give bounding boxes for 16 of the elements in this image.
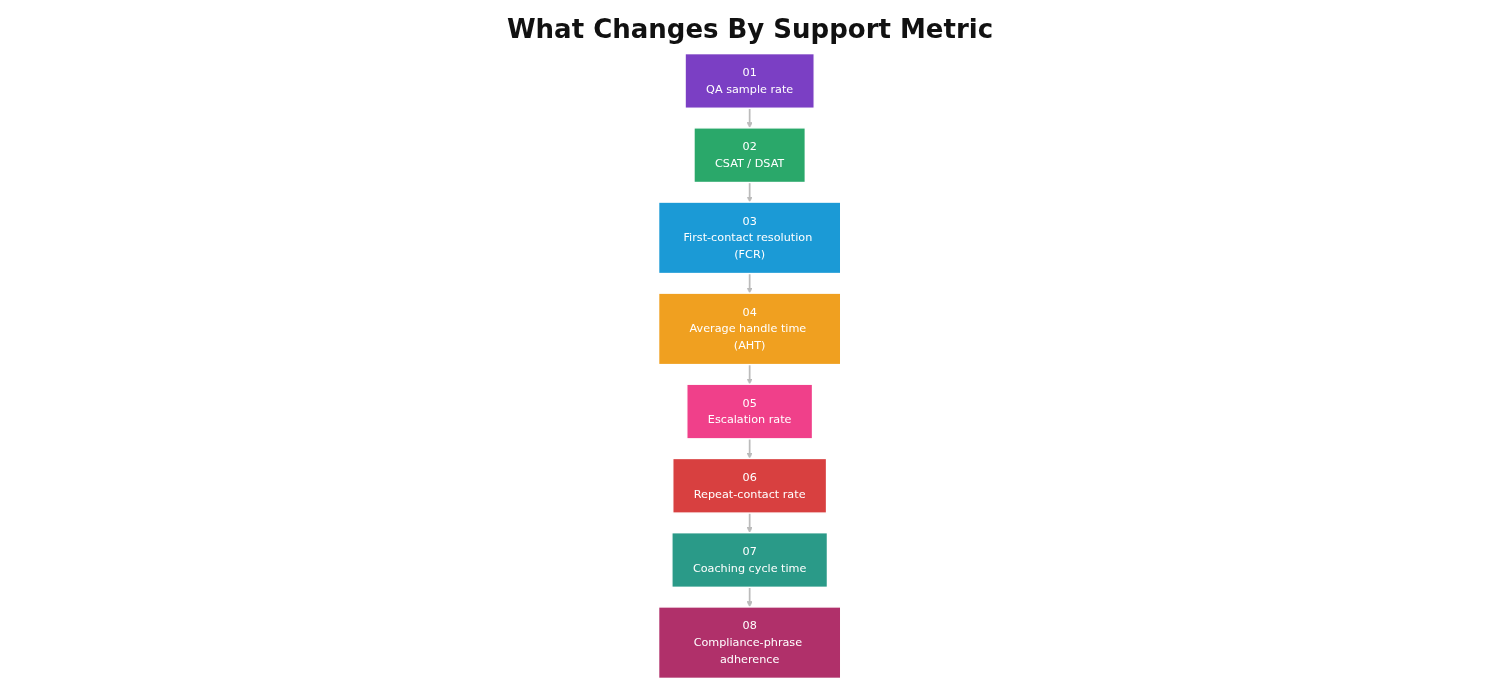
arrow (746, 512, 754, 533)
node-box: 07 Coaching cycle time (671, 532, 829, 589)
node-box: 05 Escalation rate (686, 383, 814, 440)
arrow (746, 272, 754, 294)
arrow (746, 586, 754, 608)
arrow (746, 437, 754, 459)
node-box: 06 Repeat-contact rate (672, 457, 828, 514)
node-box: 01 QA sample rate (684, 52, 816, 109)
node-box: 08 Compliance-phrase adherence (658, 606, 842, 680)
arrow (746, 363, 754, 385)
node-box: 03 First-contact resolution (FCR) (658, 201, 842, 275)
arrow (746, 107, 754, 129)
diagram-title: What Changes By Support Metric (505, 14, 995, 44)
arrow (746, 181, 754, 203)
node-box: 04 Average handle time (AHT) (658, 292, 842, 366)
node-box: 02 CSAT / DSAT (693, 127, 807, 184)
